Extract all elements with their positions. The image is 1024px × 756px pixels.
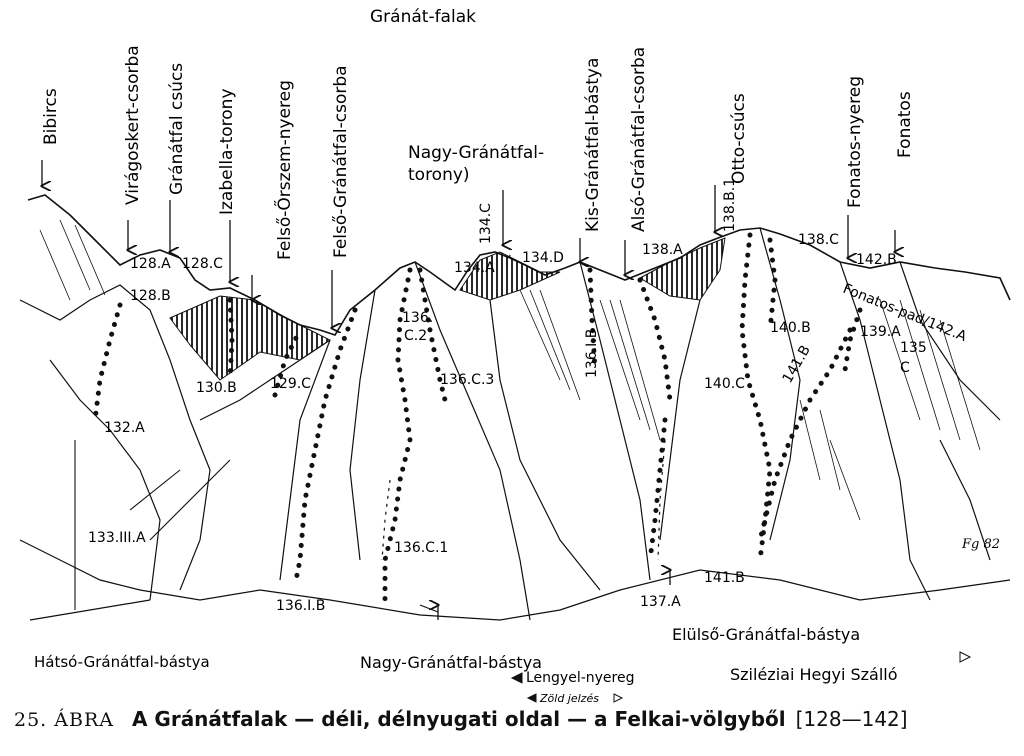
label-otto-csucs: Otto-csúcs	[729, 93, 749, 184]
label-fonatos-nyereg: Fonatos-nyereg	[845, 76, 865, 208]
artist-signature: Fg 82	[961, 537, 1000, 552]
route-132a: 132.A	[104, 420, 145, 436]
hatched-saddle-1	[169, 295, 331, 381]
route-129c: 129.C	[270, 376, 311, 392]
label-viragoskert-csorba: Virágoskert-csorba	[123, 45, 143, 205]
ridge-outline	[27, 194, 1011, 336]
bottom-labels: Hátsó-Gránátfal-bástya Nagy-Gránátfal-bá…	[34, 625, 898, 705]
label-izabella-torony: Izabella-torony	[217, 88, 237, 215]
route-128b: 128.B	[130, 288, 171, 304]
label-bibircs: Bibircs	[41, 88, 61, 145]
label-zold-jelzes: Zöld jelzés	[539, 692, 599, 705]
arrow-right-small-icon	[613, 693, 624, 703]
label-also-granatfal-csorba: Alsó-Gránátfal-csorba	[629, 47, 649, 232]
label-granatfal-csucs: Gránátfal csúcs	[167, 63, 187, 195]
route-133iiia: 133.III.A	[88, 530, 146, 546]
route-128a: 128.A	[130, 256, 171, 272]
label-torony: torony)	[408, 165, 470, 185]
label-lengyel-nyereg: Lengyel-nyereg	[526, 670, 635, 686]
route-142b: 142.B	[856, 252, 897, 268]
route-139a: 139.A	[860, 324, 901, 340]
route-140c: 140.C	[704, 376, 745, 392]
route-c2: C.2	[404, 328, 427, 344]
route-130b: 130.B	[196, 380, 237, 396]
label-nagy-granatfal-bastya: Nagy-Gránátfal-bástya	[360, 653, 542, 672]
route-136: 136.	[402, 310, 433, 326]
hatched-saddle-3	[638, 237, 726, 301]
arrow-left-icon	[510, 672, 523, 684]
route-141b-lower: 141.B	[704, 570, 745, 586]
route-c: C	[900, 360, 910, 376]
peak-labels: Bibircs Virágoskert-csorba Gránátfal csú…	[41, 45, 915, 260]
route-137a: 137.A	[640, 594, 681, 610]
route-134c: 134.C	[478, 203, 494, 244]
route-138a: 138.A	[642, 242, 683, 258]
label-felso-orszem-nyereg: Felső-Őrszem-nyereg	[273, 80, 295, 260]
route-128c: 128.C	[182, 256, 223, 272]
figure-title: A Gránátfalak — déli, délnyugati oldal —…	[131, 707, 786, 731]
label-felso-granatfal-csorba: Felső-Gránátfal-csorba	[331, 65, 351, 258]
route-lines-open	[381, 254, 666, 561]
label-nagy-granatfal: Nagy-Gránátfal-	[408, 143, 544, 163]
figure-number: 25. ÁBRA	[14, 709, 114, 731]
route-134a: 134.A	[454, 260, 495, 276]
route-lines	[92, 232, 863, 603]
face-striations	[39, 219, 981, 521]
route-136ib-bottom: 136.I.B	[276, 598, 325, 614]
arrow-left-small-icon	[526, 693, 537, 703]
route-136c1: 136.C.1	[394, 540, 448, 556]
route-135: 135	[900, 340, 927, 356]
route-134d: 134.D	[522, 250, 564, 266]
top-label: Gránát-falak	[370, 7, 476, 27]
label-kis-granatfal-bastya: Kis-Gránátfal-bástya	[583, 58, 603, 232]
arrow-right-icon	[959, 651, 972, 663]
label-fonatos: Fonatos	[895, 91, 915, 158]
hatched-saddle-2	[459, 251, 561, 301]
route-136c3: 136.C.3	[440, 372, 494, 388]
route-136ib-upper: 136.I.B	[584, 329, 600, 378]
pointer-arrows	[42, 160, 895, 620]
figure-range: [128—142]	[795, 707, 908, 731]
route-140b: 140.B	[770, 320, 811, 336]
route-labels: 128.A 128.C 128.B 130.B 132.A 133.III.A …	[88, 178, 969, 614]
leader-lines	[74, 440, 439, 613]
figure-caption: 25. ÁBRA A Gránátfalak — déli, délnyugat…	[14, 707, 1018, 747]
label-elulso-granatfal-bastya: Elülső-Gránátfal-bástya	[672, 625, 860, 644]
route-141b-upper: 141.B	[780, 343, 814, 386]
label-szileziai-hegyi-szallo: Sziléziai Hegyi Szálló	[730, 665, 898, 684]
rock-faces	[19, 227, 1011, 621]
route-138b1: 138.B.1	[722, 178, 738, 232]
direction-arrows	[510, 651, 972, 703]
label-hatso-granatfal-bastya: Hátsó-Gránátfal-bástya	[34, 653, 210, 671]
route-138c: 138.C	[798, 232, 839, 248]
